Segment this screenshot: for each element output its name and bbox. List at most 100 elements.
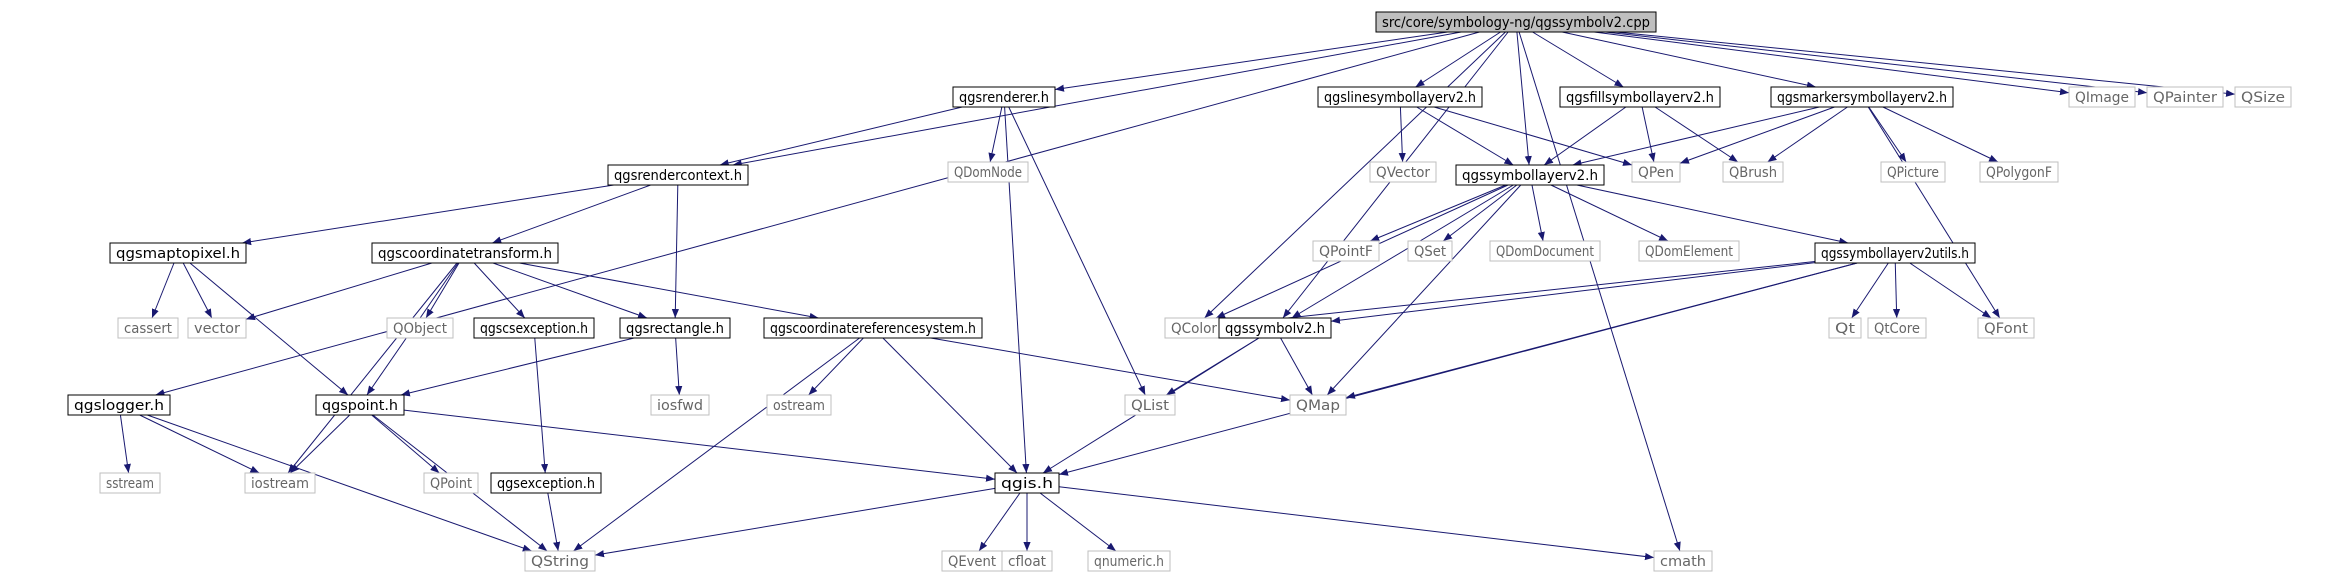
node-box — [117, 317, 179, 339]
node-box — [1653, 550, 1713, 572]
node-QBrush: QBrush — [1722, 161, 1784, 183]
node-qgssymbolv2[interactable]: qgssymbolv2.h — [1218, 317, 1332, 339]
node-qgsexception[interactable]: qgsexception.h — [490, 472, 602, 494]
node-box — [1880, 161, 1946, 183]
node-iosfwd: iosfwd — [650, 394, 710, 416]
edge-qgssymbollayerv2-to-QMap — [1326, 184, 1522, 396]
node-box — [619, 317, 731, 339]
edge-qgsexception-to-QString — [547, 492, 561, 552]
edge-qgsrenderer-to-QList — [1008, 106, 1146, 396]
edge-qgscoordinatetransform-to-vector — [245, 262, 433, 321]
edge-qgslinesymbollayerv2-to-QPen — [1433, 106, 1633, 166]
node-qgsrenderer[interactable]: qgsrenderer.h — [952, 86, 1056, 108]
node-qgscsexception[interactable]: qgscsexception.h — [473, 317, 595, 339]
node-label: cfloat — [1008, 554, 1046, 570]
edges-layer — [119, 31, 2236, 561]
node-QSet: QSet — [1407, 240, 1453, 262]
edge-root-to-qgsrendercontext — [732, 31, 1462, 167]
node-box — [1001, 550, 1053, 572]
edge-qgsmarkersymbollayerv2-to-QBrush — [1767, 106, 1848, 163]
node-label: QPoint — [430, 476, 472, 492]
node-label: qgscoordinatereferencesystem.h — [770, 321, 976, 337]
edge-qgsrendercontext-to-qgscoordinatetransform — [492, 184, 651, 244]
node-qgslogger[interactable]: qgslogger.h — [67, 394, 171, 416]
node-qgssymbollayerv2utils[interactable]: qgssymbollayerv2utils.h — [1814, 242, 1976, 264]
edge-qgsrectangle-to-qgspoint — [400, 337, 635, 397]
node-qgslinesymbollayerv2[interactable]: qgslinesymbollayerv2.h — [1317, 86, 1483, 108]
node-qgssymbollayerv2[interactable]: qgssymbollayerv2.h — [1455, 164, 1605, 186]
node-label: QColor — [1171, 321, 1217, 337]
edge-qgscoordinatetransform-to-qgsrectangle — [492, 262, 648, 319]
edge-qgslogger-to-sstream — [119, 414, 131, 474]
node-label: QSize — [2241, 90, 2285, 106]
edge-qgssymbollayerv2utils-to-Qt — [1851, 262, 1889, 319]
edge-qgsfillsymbollayerv2-to-qgssymbollayerv2 — [1543, 106, 1627, 166]
node-label: QBrush — [1729, 165, 1777, 181]
node-QVector: QVector — [1369, 161, 1437, 183]
node-box — [386, 317, 454, 339]
node-QMap: QMap — [1289, 394, 1347, 416]
node-Qt: Qt — [1828, 317, 1862, 339]
node-label: QImage — [2075, 90, 2129, 106]
edge-qgsmarkersymbollayerv2-to-QPicture — [1868, 106, 1907, 163]
node-label: QPolygonF — [1986, 165, 2052, 181]
edge-root-to-QColor — [1204, 31, 1506, 319]
node-box — [524, 550, 596, 572]
node-QColor: QColor — [1164, 317, 1224, 339]
edge-qgslogger-to-iostream — [139, 414, 260, 474]
node-box — [1124, 394, 1176, 416]
node-QDomNode: QDomNode — [947, 161, 1029, 183]
node-QObject: QObject — [386, 317, 454, 339]
edge-qgsfillsymbollayerv2-to-QBrush — [1654, 106, 1739, 163]
edge-qgscoordinatetransform-to-qgscoordinatereferencesystem — [519, 262, 819, 320]
node-qgsfillsymbollayerv2[interactable]: qgsfillsymbollayerv2.h — [1559, 86, 1721, 108]
node-label: qgspoint.h — [322, 398, 398, 414]
node-vector: vector — [187, 317, 247, 339]
node-box — [1375, 11, 1657, 33]
node-box — [952, 86, 1056, 108]
node-box — [187, 317, 247, 339]
node-box — [2146, 86, 2224, 108]
edge-qgsfillsymbollayerv2-to-QPen — [1641, 106, 1656, 163]
node-label: QtCore — [1874, 321, 1920, 337]
edge-qgslinesymbollayerv2-to-qgssymbollayerv2 — [1416, 106, 1514, 166]
node-label: qgis.h — [1001, 476, 1053, 492]
node-qgsmarkersymbollayerv2[interactable]: qgsmarkersymbollayerv2.h — [1770, 86, 1954, 108]
edge-qgssymbollayerv2-to-QDomElement — [1550, 184, 1669, 242]
edge-qgssymbollayerv2-to-qgssymbolv2 — [1291, 184, 1514, 319]
edge-qgscoordinatetransform-to-QObject — [425, 262, 460, 319]
edge-root-to-cmath — [1518, 31, 1681, 552]
edge-qgsmarkersymbollayerv2-to-QPolygonF — [1882, 106, 1999, 163]
node-label: qgsmarkersymbollayerv2.h — [1777, 90, 1947, 106]
node-qgspoint[interactable]: qgspoint.h — [315, 394, 405, 416]
node-label: iostream — [251, 476, 309, 492]
node-label: QPen — [1638, 165, 1674, 181]
node-root[interactable]: src/core/symbology-ng/qgssymbolv2.cpp — [1375, 11, 1657, 33]
edge-qgis-to-QString — [594, 487, 996, 558]
node-qgscoordinatereferencesystem[interactable]: qgscoordinatereferencesystem.h — [763, 317, 983, 339]
node-qgsmaptopixel[interactable]: qgsmaptopixel.h — [109, 242, 247, 264]
node-box — [1559, 86, 1721, 108]
node-cassert: cassert — [117, 317, 179, 339]
node-box — [1312, 240, 1380, 262]
node-qgis[interactable]: qgis.h — [994, 472, 1060, 494]
node-label: qgsrendercontext.h — [614, 168, 742, 184]
edge-root-to-QPainter — [1605, 31, 2148, 96]
node-qgsrendercontext[interactable]: qgsrendercontext.h — [607, 164, 749, 186]
edge-qgscsexception-to-qgsexception — [534, 337, 549, 474]
edge-root-to-qgssymbollayerv2 — [1516, 31, 1532, 166]
node-box — [763, 317, 983, 339]
node-qgscoordinatetransform[interactable]: qgscoordinatetransform.h — [371, 242, 559, 264]
node-QPointF: QPointF — [1312, 240, 1380, 262]
node-QDomElement: QDomElement — [1638, 240, 1740, 262]
node-qgsrectangle[interactable]: qgsrectangle.h — [619, 317, 731, 339]
node-label: QList — [1131, 398, 1170, 414]
node-QImage: QImage — [2068, 86, 2136, 108]
node-box — [1638, 240, 1740, 262]
node-label: qgssymbollayerv2.h — [1462, 168, 1598, 184]
edge-qgssymbollayerv2utils-to-QFont — [1909, 262, 1992, 319]
node-box — [371, 242, 559, 264]
node-box — [947, 161, 1029, 183]
edge-qgis-to-qnumeric — [1039, 492, 1117, 552]
edge-qgssymbolv2-to-QMap — [1280, 337, 1313, 396]
